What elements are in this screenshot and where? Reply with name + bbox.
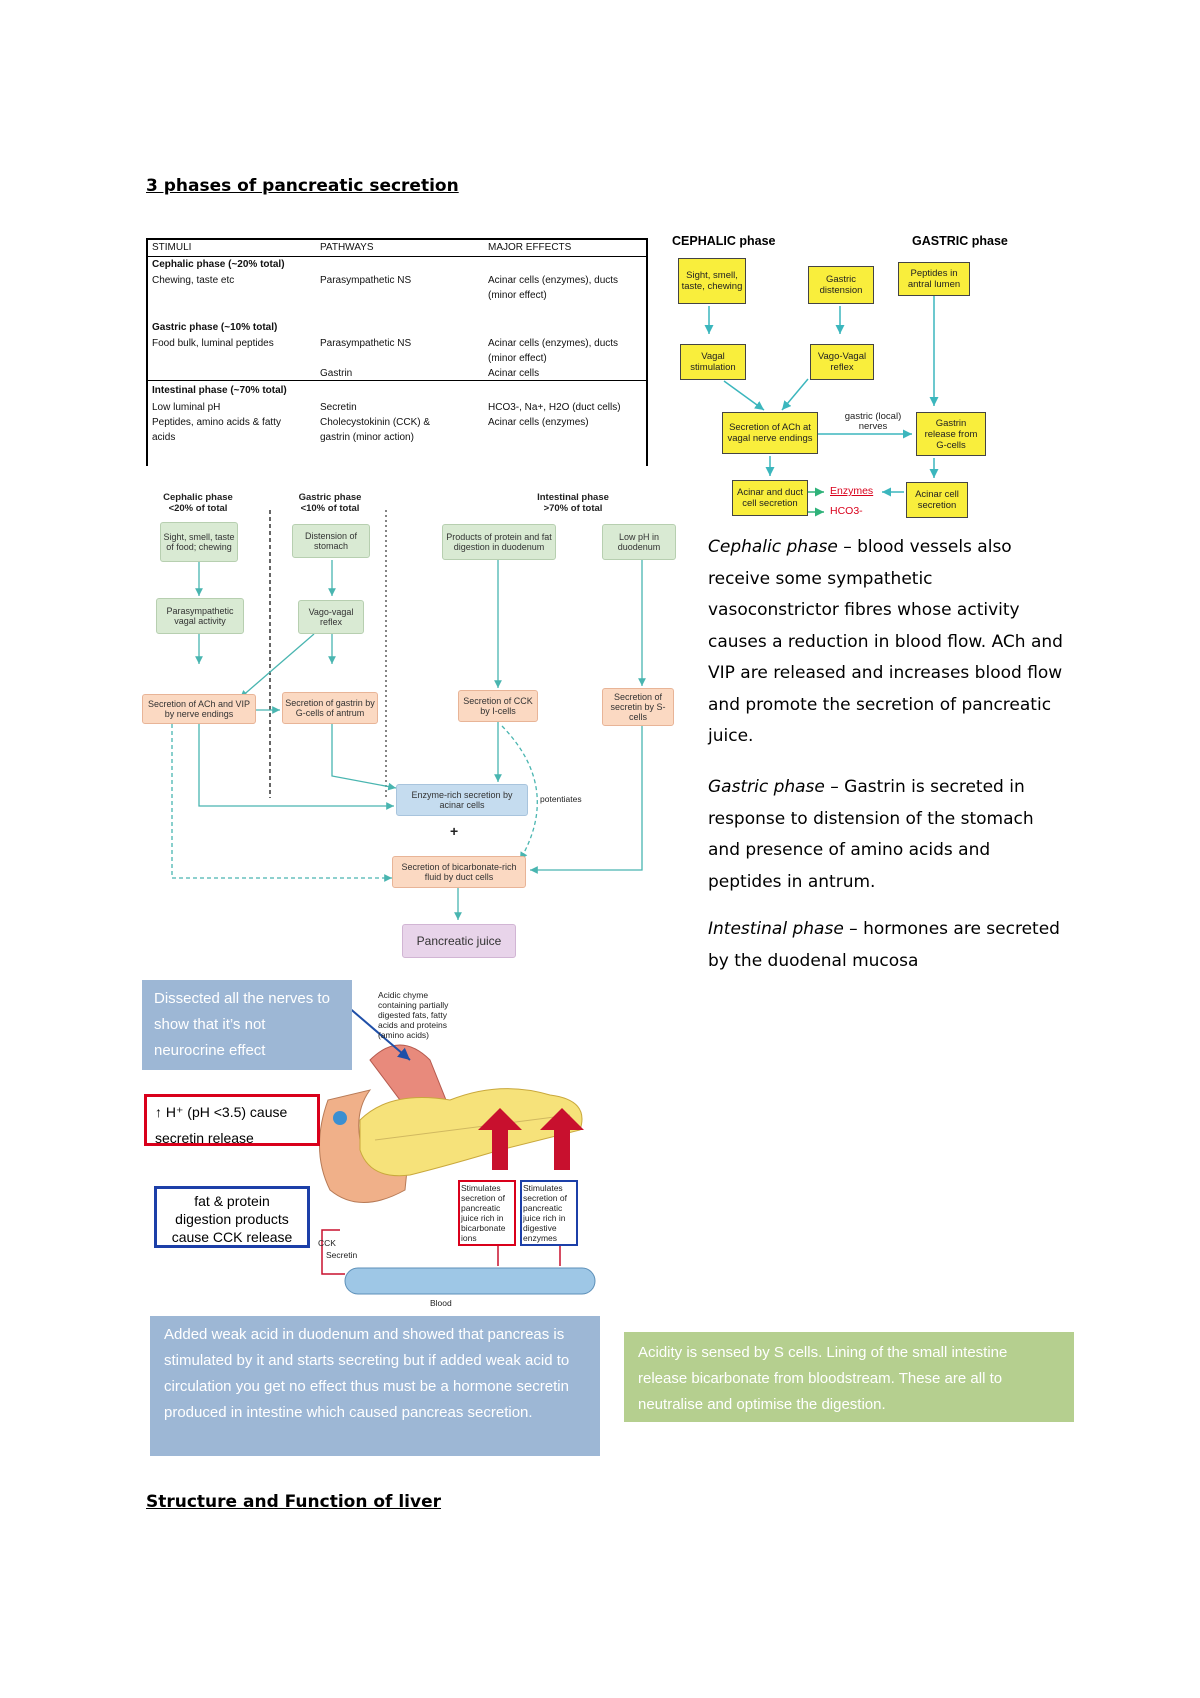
table-cell: HCO3-, Na+, H2O (duct cells) [488, 402, 621, 413]
cephalic-gastric-flow-diagram: CEPHALIC phase GASTRIC phase Sight, smel… [672, 234, 1062, 524]
liver-section-heading: Structure and Function of liver [146, 1492, 442, 1512]
peptides-box: Peptides in antral lumen [898, 262, 970, 296]
table-cell: Peptides, amino acids & fatty [152, 417, 281, 428]
table-cell: Cephalic phase (~20% total) [152, 259, 285, 270]
pancreatic-phases-table: STIMULI PATHWAYS MAJOR EFFECTS Cephalic … [146, 238, 648, 466]
vagovagal-box: Vago-Vagal reflex [810, 344, 874, 380]
weak-acid-experiment-note: Added weak acid in duodenum and showed t… [150, 1316, 600, 1456]
table-cell: (minor effect) [488, 290, 547, 301]
plus-sign: + [450, 823, 459, 839]
gastric-text: – Gastrin is secreted in response to dis… [708, 777, 1034, 892]
enzymes-label: Enzymes [830, 485, 874, 497]
table-cell: acids [152, 432, 176, 443]
cephalic-text: – blood vessels also receive some sympat… [708, 537, 1063, 746]
gastric-paragraph: Gastric phase – Gastrin is secreted in r… [708, 772, 1068, 898]
gastric-title: GASTRIC phase [912, 234, 1008, 248]
gastric-term: Gastric phase [708, 777, 825, 797]
secretin-trigger-text: H⁺ (pH <3.5) cause secretin release [155, 1104, 288, 1146]
cephalic-title: CEPHALIC phase [672, 234, 776, 248]
stimulates-enzymes-label: Stimulates secretion of pancreatic juice… [520, 1180, 578, 1246]
distension-box: Gastric distension [808, 266, 874, 304]
cck-box: Secretion of CCK by I-cells [458, 690, 538, 722]
table-cell: Parasympathetic NS [320, 338, 412, 349]
pancreatic-juice-box: Pancreatic juice [402, 924, 516, 958]
vagovagal-box: Vago-vagal reflex [298, 600, 364, 634]
parasym-box: Parasympathetic vagal activity [156, 598, 244, 634]
table-header-cell: PATHWAYS [320, 242, 374, 253]
table-cell: Cholecystokinin (CCK) & [320, 417, 431, 428]
table-header-cell: MAJOR EFFECTS [488, 242, 572, 253]
ach-vip-box: Secretion of ACh and VIP by nerve ending… [142, 694, 256, 724]
vagal-box: Vagal stimulation [680, 344, 746, 380]
lowph-box: Low pH in duodenum [602, 524, 676, 560]
cck-trigger-note: fat & protein digestion products cause C… [154, 1186, 310, 1248]
table-cell: Acinar cells (enzymes), ducts [488, 275, 619, 286]
section-heading: 3 phases of pancreatic secretion [146, 176, 459, 196]
table-cell: Parasympathetic NS [320, 275, 412, 286]
dissected-nerves-note: Dissected all the nerves to show that it… [142, 980, 352, 1070]
intestinal-text: – hormones are secreted by the duodenal … [708, 919, 1060, 971]
blood-label: Blood [430, 1298, 452, 1308]
pancreas-illustration [319, 999, 596, 1295]
table-divider [148, 380, 646, 381]
local-nerves-label: gastric (local) nerves [844, 411, 902, 432]
secretin-label: Secretin [326, 1250, 358, 1260]
potentiates-label: potentiates [540, 794, 582, 804]
acinar-cell-box: Acinar cell secretion [906, 482, 968, 518]
table-header: STIMULI PATHWAYS MAJOR EFFECTS [148, 240, 646, 257]
flow-arrows [704, 296, 939, 517]
chyme-label: Acidic chyme containing partially digest… [378, 990, 449, 1040]
acinar-duct-box: Acinar and duct cell secretion [732, 480, 808, 516]
table-cell: (minor effect) [488, 353, 547, 364]
table-cell: Food bulk, luminal peptides [152, 338, 274, 349]
table-header-cell: STIMULI [152, 242, 192, 253]
pancreatic-secretion-control-diagram: Cephalic phase <20% of total Gastric pha… [142, 488, 682, 964]
secretin-trigger-note: ↑ H⁺ (pH <3.5) cause secretin release [144, 1094, 320, 1146]
table-cell: gastrin (minor action) [320, 432, 414, 443]
secretin-box: Secretion of secretin by S-cells [602, 688, 674, 726]
enzyme-rich-box: Enzyme-rich secretion by acinar cells [396, 784, 528, 816]
intestinal-term: Intestinal phase [708, 919, 844, 939]
table-cell: Intestinal phase (~70% total) [152, 385, 287, 396]
cephalic-phase-label: Cephalic phase <20% of total [163, 492, 233, 514]
ach-box: Secretion of ACh at vagal nerve endings [722, 412, 818, 454]
table-cell: Secretin [320, 402, 357, 413]
table-cell: Gastric phase (~10% total) [152, 322, 278, 333]
up-arrow-icon: ↑ [155, 1104, 162, 1120]
sight-box: Sight, smell, taste, chewing [678, 258, 746, 304]
pancreas-anatomy-illustration: Acidic chyme containing partially digest… [300, 990, 600, 1310]
intestinal-phase-label: Intestinal phase >70% of total [537, 492, 609, 514]
acidity-note: Acidity is sensed by S cells. Lining of … [624, 1332, 1074, 1422]
hco3-label: HCO3- [830, 505, 863, 517]
bicarb-box: Secretion of bicarbonate-rich fluid by d… [392, 856, 526, 888]
table-cell: Chewing, taste etc [152, 275, 235, 286]
gastrin-box: Secretion of gastrin by G-cells of antru… [282, 692, 378, 724]
control-arrows [171, 510, 646, 920]
cephalic-term: Cephalic phase [708, 537, 838, 557]
table-cell: Gastrin [320, 368, 353, 379]
intestinal-paragraph: Intestinal phase – hormones are secreted… [708, 914, 1068, 977]
products-box: Products of protein and fat digestion in… [442, 524, 556, 560]
table-cell: Low luminal pH [152, 402, 221, 413]
table-cell: Acinar cells (enzymes), ducts [488, 338, 619, 349]
gastric-phase-label: Gastric phase <10% of total [298, 492, 362, 514]
distension-box: Distension of stomach [292, 524, 370, 558]
stimulates-bicarbonate-label: Stimulates secretion of pancreatic juice… [458, 1180, 516, 1246]
gastrin-release-box: Gastrin release from G-cells [916, 412, 986, 456]
sight-box: Sight, smell, taste of food; chewing [160, 522, 238, 562]
cck-label: CCK [318, 1238, 336, 1248]
table-cell: Acinar cells [488, 368, 540, 379]
cephalic-paragraph: Cephalic phase – blood vessels also rece… [708, 532, 1068, 753]
table-cell: Acinar cells (enzymes) [488, 417, 589, 428]
